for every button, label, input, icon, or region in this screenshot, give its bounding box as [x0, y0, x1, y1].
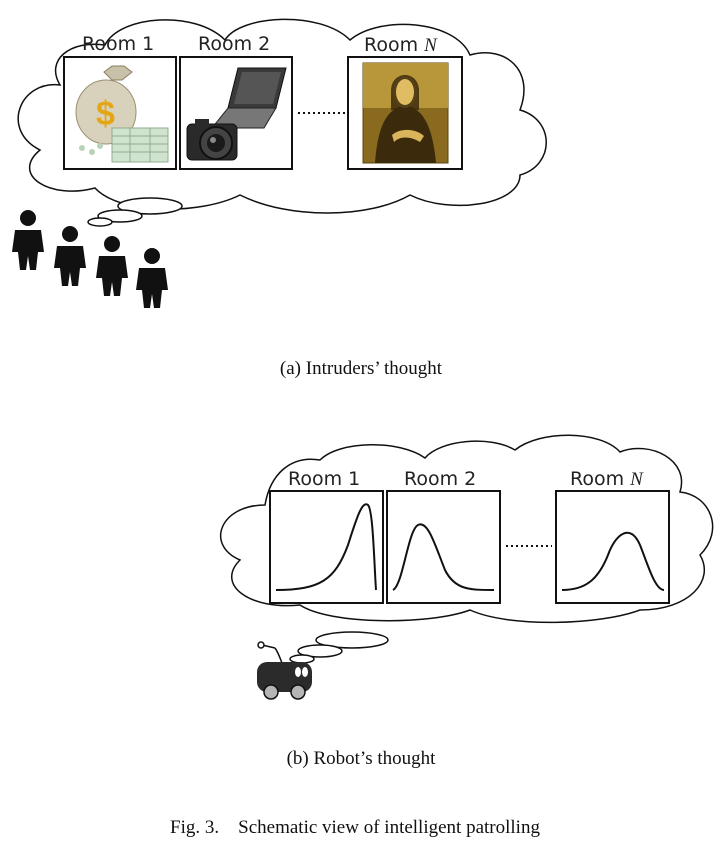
intruder-person-icon	[12, 210, 44, 270]
room-2-frame	[386, 490, 501, 604]
room-2-label: Room 2	[404, 468, 476, 490]
intruder-person-icon	[136, 248, 168, 308]
room-n-distribution-curve	[561, 531, 665, 591]
figure-caption: Fig. 3. Schematic view of intelligent pa…	[170, 817, 540, 838]
room-2-label: Room 2	[198, 33, 270, 55]
thought-bubble-medium	[297, 644, 343, 658]
room-1-label: Room 1	[288, 468, 360, 490]
thought-bubble-small	[87, 217, 113, 227]
robot-icon	[257, 641, 312, 700]
room-n-frame	[555, 490, 670, 604]
mona-lisa-painting	[362, 62, 449, 164]
room-1-distribution-curve	[275, 503, 377, 591]
intruder-person-icon	[96, 236, 128, 296]
money-bag-icon: $	[75, 65, 169, 163]
intruder-person-icon	[54, 226, 86, 286]
svg-text:$: $	[96, 95, 115, 133]
caption-b: (b) Robot’s thought	[287, 748, 437, 769]
room-1-label: Room 1	[82, 33, 154, 55]
room-1-frame	[269, 490, 384, 604]
thought-bubble-small	[289, 654, 315, 664]
intruders-group	[12, 210, 168, 308]
thought-bubble-large	[315, 631, 389, 649]
caption-a: (a) Intruders’ thought	[280, 358, 443, 379]
laptop-camera-icon	[186, 67, 287, 161]
thought-bubble-large	[117, 197, 183, 215]
room-2-distribution-curve	[392, 523, 495, 591]
